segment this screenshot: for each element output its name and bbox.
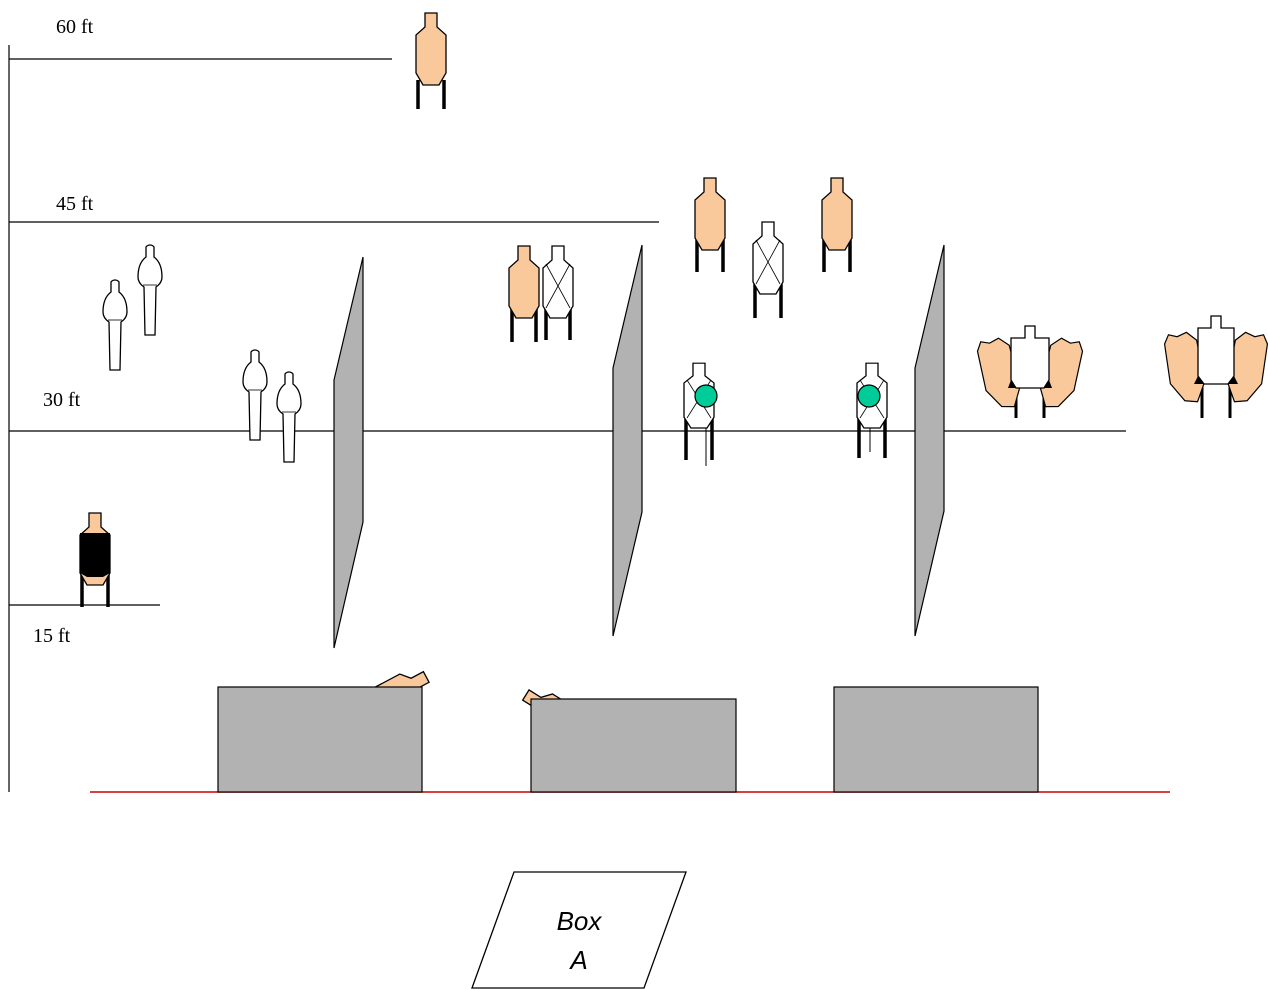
mini-popper-1 [102,279,128,371]
wall-center [612,244,643,637]
start-box-label-line1: Box [557,906,603,936]
swinger-target-2 [1158,315,1268,418]
mini-popper-4 [276,371,302,463]
barrel-wall-right [833,686,1039,793]
distance-axis [8,45,1126,792]
no-shoot-target-45ft [752,221,784,318]
paper-target-pair-shoot [508,245,540,342]
wall-right [914,244,945,637]
start-box-label-line2: A [568,945,587,975]
mini-popper-2 [137,244,163,336]
mini-popper-3 [242,349,268,441]
activated-target-right [856,362,888,458]
start-box-a: Box A [471,871,687,989]
label-30ft: 30 ft [43,389,81,411]
paper-target-45ft-right [821,177,853,272]
activated-target-left [683,362,718,466]
steel-popper-activator-left [694,384,718,408]
barrel-wall-left [217,686,423,793]
label-45ft: 45 ft [56,193,94,215]
label-15ft: 15 ft [33,625,71,647]
paper-target-60ft [415,12,447,109]
hardcover-target-15ft [79,512,111,607]
paper-target-pair-no-shoot [542,245,574,340]
paper-target-45ft-left [694,177,726,272]
swinger-target-1 [970,325,1090,418]
steel-popper-activator-right [857,384,881,408]
wall-left [333,256,364,649]
barrel-wall-center [530,698,737,793]
label-60ft: 60 ft [56,16,94,38]
start-box-shape [471,871,687,989]
